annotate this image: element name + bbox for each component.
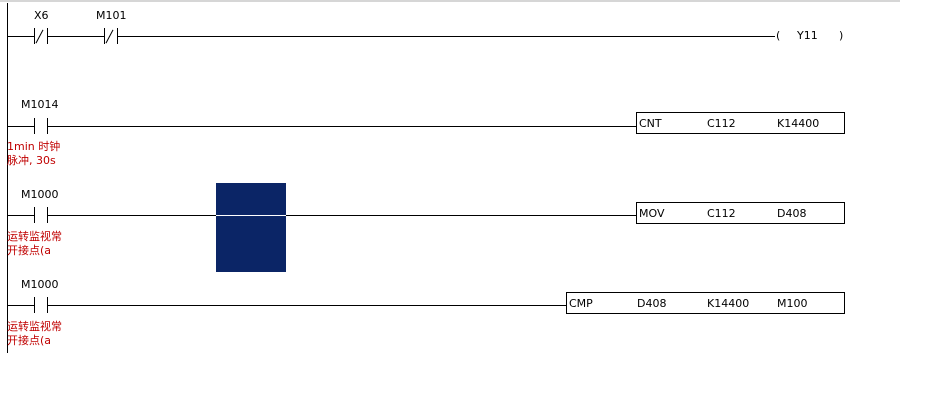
coil-close-paren: ) <box>839 29 844 42</box>
comment-line-1: 运转监视常 <box>7 320 62 333</box>
no-contact-m1000[interactable] <box>34 207 48 223</box>
instruction-box-cnt[interactable]: CNT C112 K14400 <box>636 112 845 134</box>
instruction-arg2: D408 <box>777 207 807 220</box>
nc-contact-x6[interactable] <box>34 28 48 44</box>
wire <box>48 126 636 127</box>
coil-open-paren: ( <box>776 29 781 42</box>
contact-label-x6: X6 <box>34 9 49 22</box>
instruction-op: CNT <box>639 117 662 130</box>
comment-line-1: 运转监视常 <box>7 230 62 243</box>
instruction-op: MOV <box>639 207 665 220</box>
coil-label-y11[interactable]: Y11 <box>797 29 818 42</box>
instruction-op: CMP <box>569 297 593 310</box>
selected-wire <box>216 215 286 216</box>
left-power-rail <box>7 3 8 353</box>
contact-label-m1014: M1014 <box>21 98 59 111</box>
contact-label-m1000: M1000 <box>21 188 59 201</box>
wire <box>48 215 636 216</box>
wire <box>7 305 34 306</box>
instruction-arg2: K14400 <box>707 297 750 310</box>
top-border <box>0 0 900 2</box>
comment-line-2: 开接点(a <box>7 334 52 347</box>
selection-cursor[interactable] <box>216 183 286 272</box>
comment-line-2: 开接点(a <box>7 244 52 257</box>
nc-slash-icon <box>35 29 44 44</box>
no-contact-m1000[interactable] <box>34 297 48 313</box>
contact-label-m1000: M1000 <box>21 278 59 291</box>
comment-line-1: 1min 时钟 <box>7 140 61 153</box>
nc-contact-m101[interactable] <box>104 28 118 44</box>
instruction-arg1: C112 <box>707 207 736 220</box>
comment-line-2: 脉冲, 30s <box>7 154 56 167</box>
wire <box>48 36 104 37</box>
wire <box>7 36 34 37</box>
contact-label-m101: M101 <box>96 9 127 22</box>
instruction-arg3: M100 <box>777 297 808 310</box>
instruction-arg2: K14400 <box>777 117 820 130</box>
instruction-arg1: D408 <box>637 297 667 310</box>
wire <box>118 36 775 37</box>
wire <box>7 126 34 127</box>
instruction-box-cmp[interactable]: CMP D408 K14400 M100 <box>566 292 845 314</box>
instruction-arg1: C112 <box>707 117 736 130</box>
wire <box>48 305 566 306</box>
instruction-box-mov[interactable]: MOV C112 D408 <box>636 202 845 224</box>
nc-slash-icon <box>105 29 114 44</box>
wire <box>7 215 34 216</box>
no-contact-m1014[interactable] <box>34 118 48 134</box>
